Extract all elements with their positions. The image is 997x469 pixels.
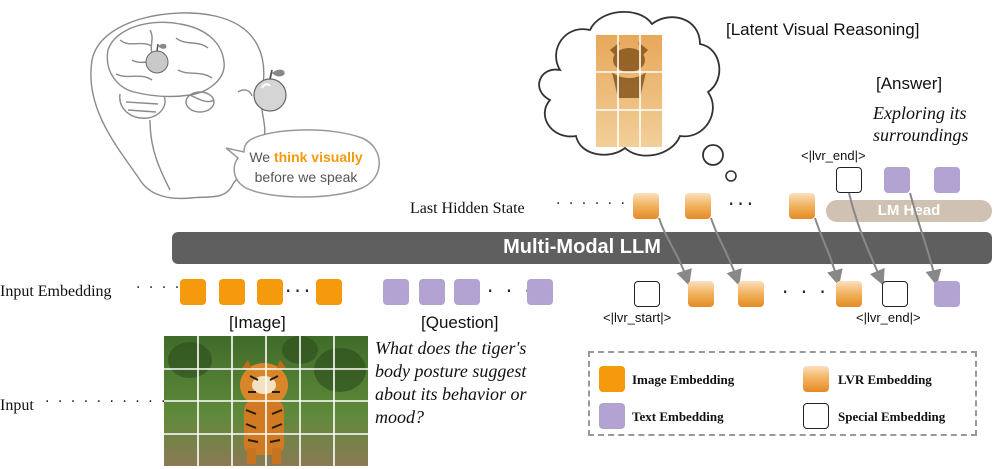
legend-text-label: Text Embedding: [632, 409, 724, 424]
hidden-text-token-1: [884, 167, 910, 193]
legend-special-swatch: [803, 403, 829, 429]
input-image-token-1: [180, 279, 206, 305]
answer-label: [Answer]: [876, 74, 943, 93]
input-lvr-token-2: [738, 281, 764, 307]
question-text-line2: body posture suggest: [375, 361, 527, 381]
question-text-line3: about its behavior or: [375, 384, 527, 404]
hidden-lvr-token-1: [633, 193, 659, 219]
input-text-token-4: [527, 279, 553, 305]
lvr-end-bottom-label: <|lvr_end|>: [856, 310, 921, 325]
bubble-line1-pre: We: [249, 149, 274, 165]
legend-image-swatch: [599, 366, 625, 392]
legend-text-swatch: [599, 403, 625, 429]
speech-bubble: [225, 129, 380, 198]
input-lvr-token-1: [688, 281, 714, 307]
speech-bubble-text: We think visually before we speak: [238, 147, 374, 187]
lm-head-bar: [826, 200, 992, 222]
answer-text-line1: Exploring its: [873, 103, 967, 123]
input-text-token-1: [383, 279, 409, 305]
last-hidden-state-label: Last Hidden State: [410, 200, 525, 217]
hidden-ellipsis: ···: [728, 192, 757, 216]
lvr-end-top-label: <|lvr_end|>: [801, 148, 866, 163]
last-hidden-dots: · · · · · ·: [556, 196, 627, 212]
lvr-start-label: <|lvr_start|>: [603, 310, 672, 325]
input-text-token-3: [454, 279, 480, 305]
hidden-lvr-token-2: [685, 193, 711, 219]
input-embedding-label: Input Embedding: [0, 283, 112, 300]
input-image-token-4: [316, 279, 342, 305]
input-text-token-2: [419, 279, 445, 305]
answer-text-line2: surroundings: [873, 125, 969, 145]
hidden-text-token-2: [934, 167, 960, 193]
input-dots: · · · · · · · · · · ·: [45, 394, 181, 410]
legend-image-label: Image Embedding: [632, 372, 735, 387]
legend-lvr-label: LVR Embedding: [838, 372, 932, 387]
input-text-token-5: [934, 281, 960, 307]
legend-box: [588, 351, 977, 436]
question-text-line4: mood?: [375, 407, 424, 427]
hidden-special-token: [836, 167, 862, 193]
bubble-line2: before we speak: [254, 169, 358, 185]
input-lvr-start-token: [634, 281, 660, 307]
hidden-lvr-token-3: [789, 193, 815, 219]
input-image-token-3: [257, 279, 283, 305]
input-label: Input: [0, 397, 34, 414]
bubble-highlight: think visually: [273, 149, 363, 165]
input-lvr-token-3: [836, 281, 862, 307]
apple-icon: [145, 43, 169, 74]
text-ellipsis: · · ·: [487, 279, 534, 303]
legend-lvr-swatch: [803, 366, 829, 392]
multimodal-llm-bar: [172, 232, 992, 264]
question-bracket-label: [Question]: [421, 313, 499, 332]
input-lvr-end-token: [882, 281, 908, 307]
multimodal-llm-label: Multi-Modal LLM: [503, 236, 661, 258]
input-image-token-2: [219, 279, 245, 305]
question-text-line1: What does the tiger's: [375, 338, 527, 358]
image-ellipsis: ···: [285, 279, 314, 303]
lm-head-label: LM Head: [877, 202, 941, 219]
legend-special-label: Special Embedding: [838, 409, 946, 424]
lvr-ellipsis: · · ·: [782, 280, 829, 304]
latent-visual-reasoning-label: [Latent Visual Reasoning]: [726, 20, 920, 39]
image-bracket-label: [Image]: [229, 313, 286, 332]
input-embedding-dots: · · · · ·: [136, 280, 195, 296]
